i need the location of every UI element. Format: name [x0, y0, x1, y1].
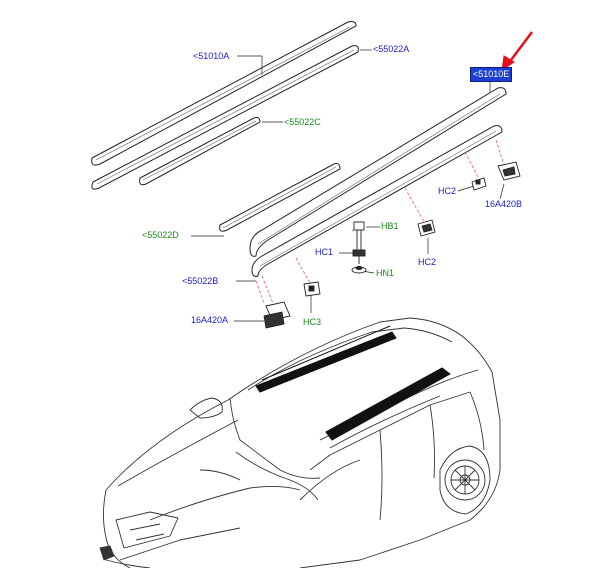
callout-55022a[interactable]: <55022A	[373, 44, 410, 54]
red-arrow-icon	[501, 31, 533, 72]
callout-16a420a[interactable]: 16A420A	[191, 315, 229, 325]
clip-hc3[interactable]	[303, 281, 321, 297]
callout-55022d[interactable]: <55022D	[142, 230, 179, 240]
callout-hc2-top[interactable]: HC2	[438, 186, 457, 196]
callout-55022b[interactable]: <55022B	[182, 276, 219, 286]
seal-55022a[interactable]	[91, 45, 359, 190]
roof-rail-51010a[interactable]	[91, 21, 357, 166]
vehicle-roof-rails	[255, 325, 451, 441]
callout-16a420b[interactable]: 16A420B	[485, 199, 523, 209]
vehicle-outline	[99, 317, 501, 568]
callout-hb1[interactable]: HB1	[381, 221, 399, 231]
callout-51010e-highlighted[interactable]: <51010E	[470, 67, 513, 82]
trim-55022d[interactable]	[219, 163, 341, 232]
callout-51010a[interactable]: <51010A	[193, 51, 230, 61]
bolt-hb1-hc1-hn1[interactable]	[351, 221, 367, 274]
bracket-16a420b[interactable]	[497, 161, 521, 181]
callout-hc2-mid[interactable]: HC2	[418, 257, 437, 267]
bracket-16a420a[interactable]	[263, 301, 291, 329]
callout-hn1[interactable]: HN1	[376, 268, 395, 278]
callout-hc3[interactable]: HC3	[303, 317, 322, 327]
callout-hc1[interactable]: HC1	[315, 247, 334, 257]
callout-55022c[interactable]: <55022C	[284, 117, 321, 127]
seal-55022b[interactable]	[251, 125, 503, 277]
clip-hc2-mid[interactable]	[417, 219, 436, 237]
clip-hc2-top[interactable]	[471, 177, 487, 191]
roof-rail-51010e[interactable]	[249, 87, 507, 257]
trim-55022c[interactable]	[139, 117, 261, 186]
black-leaders	[191, 49, 505, 322]
